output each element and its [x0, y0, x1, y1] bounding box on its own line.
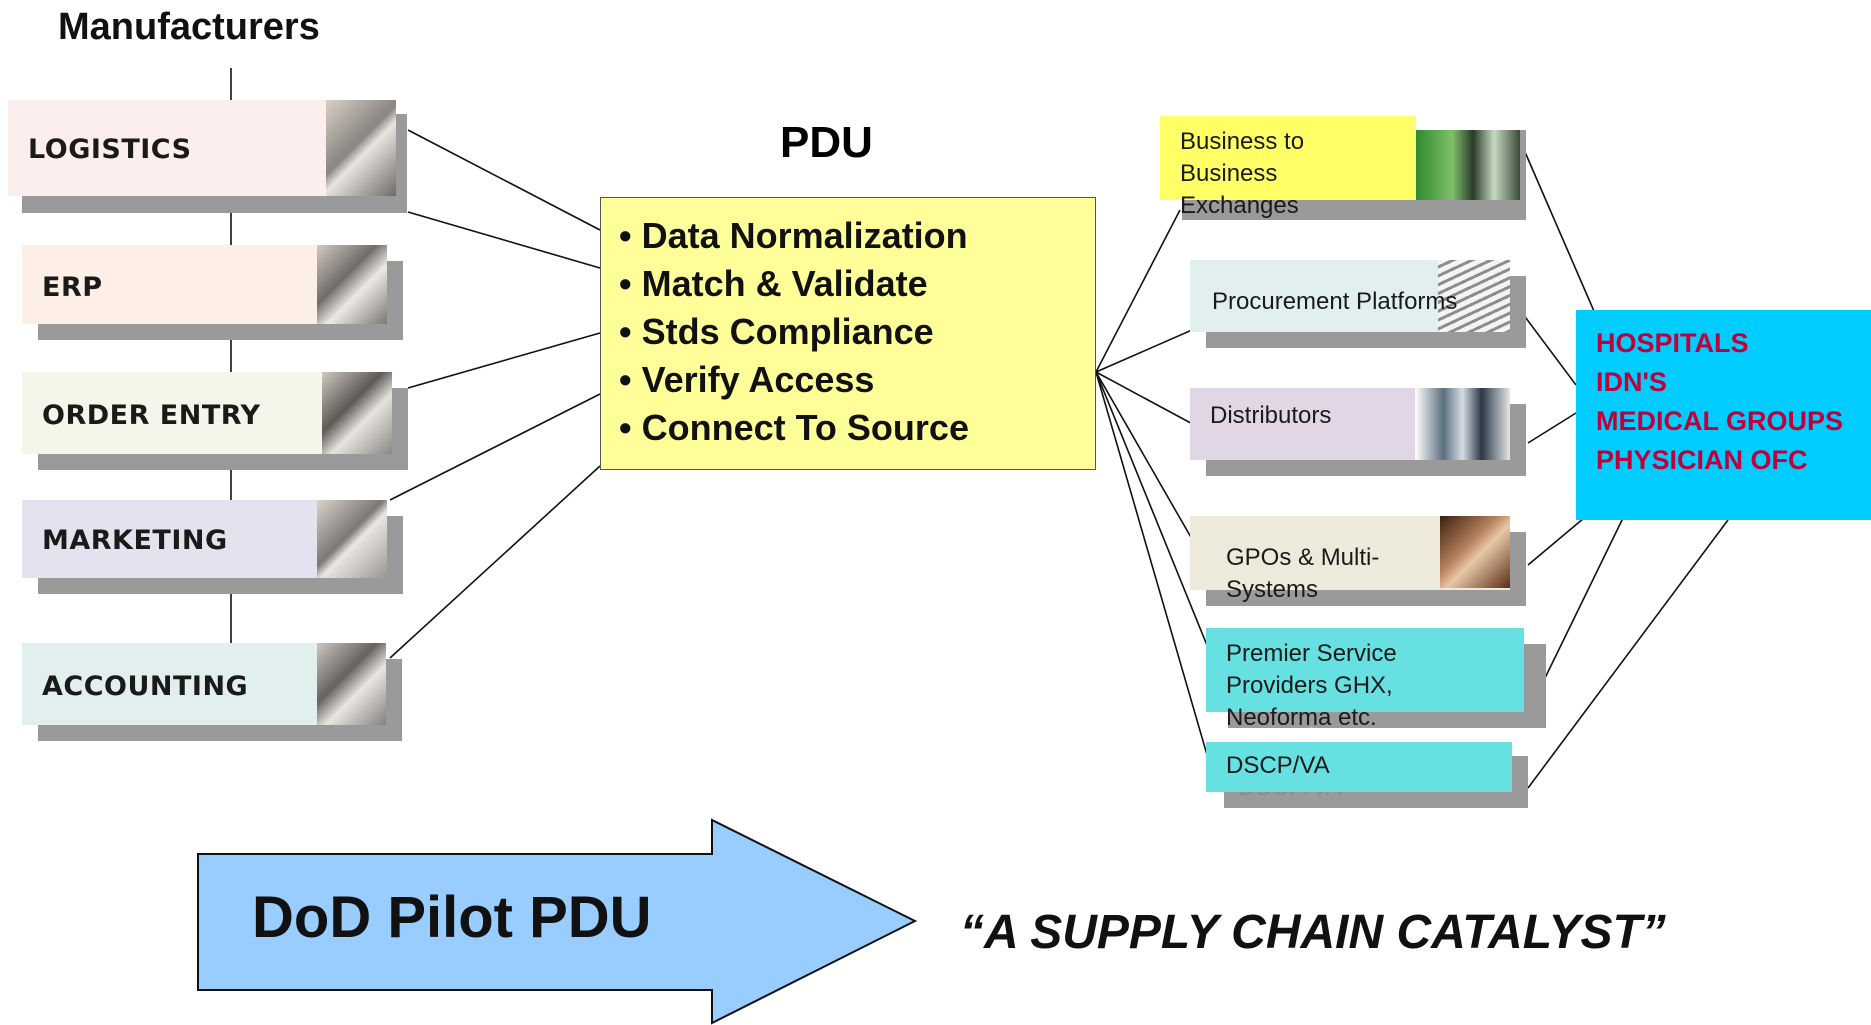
channel-label: Procurement Platforms [1212, 288, 1458, 315]
customer-item: PHYSICIAN OFC [1596, 445, 1808, 475]
channel-premier: Neoforma etc. Premier Service Providers … [1206, 628, 1546, 751]
dod-pilot-arrow [197, 818, 918, 1025]
link-dist-hosp [1527, 412, 1577, 444]
link-dscp-hosp [1527, 519, 1729, 789]
channel-label: GPOs & Multi-Systems [1226, 544, 1380, 603]
tile-label: MARKETING [42, 525, 228, 556]
tile-label: ACCOUNTING [42, 671, 249, 702]
channel-label: Distributors [1210, 402, 1332, 429]
pdu-function-list: • Data Normalization • Match & Validate … [619, 212, 969, 452]
handshake-photo-icon [1440, 516, 1510, 588]
channel-b2b: Business to Business Exchanges [1160, 116, 1526, 220]
link-pdu-procurement [1095, 322, 1209, 373]
link-logistics-pdu-2 [407, 211, 601, 269]
customer-item: MEDICAL GROUPS [1596, 406, 1844, 436]
link-premier-hosp [1544, 515, 1625, 679]
pdu-item: • Stds Compliance [619, 311, 934, 352]
tile-label: ERP [42, 272, 103, 303]
link-marketing-pdu [389, 393, 601, 501]
tile-marketing: MARKETING [22, 500, 403, 594]
pdu-item: • Match & Validate [619, 263, 928, 304]
channel-gpos: GPOs & Multi-Systems [1190, 516, 1526, 606]
person-at-computer-photo-icon [1415, 388, 1510, 460]
link-pdu-b2b [1095, 209, 1181, 373]
gear-image-icon [317, 643, 386, 725]
customers-box: HOSPITALS IDN'S MEDICAL GROUPS PHYSICIAN… [1576, 310, 1871, 520]
link-pdu-premier [1095, 371, 1216, 666]
channel-label: Business to Business Exchanges [1180, 128, 1305, 219]
manufacturers-title: Manufacturers [58, 6, 320, 48]
gear-image-icon [317, 245, 387, 324]
pdu-item: • Connect To Source [619, 407, 969, 448]
customer-item: HOSPITALS [1596, 328, 1749, 358]
gear-image-icon [326, 100, 396, 196]
link-logistics-pdu [407, 129, 601, 231]
channel-label: DSCP/VA [1226, 752, 1330, 779]
link-b2b-hosp [1524, 151, 1601, 326]
channel-dscp: DSCP/VA DSCP/VA [1206, 742, 1528, 808]
link-pdu-dscp [1095, 371, 1213, 773]
channel-distributors: Distributors [1190, 388, 1526, 476]
link-gpo-hosp [1527, 512, 1591, 566]
channel-procurement: Procurement Platforms [1190, 260, 1526, 348]
gear-image-icon [317, 500, 387, 578]
pdu-item: • Data Normalization [619, 215, 968, 256]
arrow-label: DoD Pilot PDU [252, 885, 652, 950]
tile-logistics: LOGISTICS [8, 100, 407, 213]
gear-image-icon [322, 372, 392, 454]
pdu-title: PDU [780, 118, 873, 167]
customer-item: IDN'S [1596, 367, 1667, 397]
link-accounting-pdu [389, 465, 601, 659]
link-pdu-gpos [1095, 371, 1201, 554]
tile-erp: ERP [22, 245, 403, 340]
keyboard-photo-icon [1438, 260, 1510, 332]
business-people-photo-icon [1416, 130, 1520, 200]
link-orderentry-pdu [407, 332, 601, 389]
pdu-box: • Data Normalization • Match & Validate … [600, 197, 1096, 470]
link-pdu-distributors [1095, 371, 1201, 429]
tile-label: ORDER ENTRY [42, 400, 261, 431]
tile-order-entry: ORDER ENTRY [22, 372, 408, 470]
tile-accounting: ACCOUNTING [22, 643, 402, 741]
customer-list: HOSPITALS IDN'S MEDICAL GROUPS PHYSICIAN… [1596, 324, 1843, 480]
tagline: “A SUPPLY CHAIN CATALYST” [960, 906, 1666, 959]
channel-label: Premier Service Providers GHX, Neoforma … [1226, 640, 1397, 731]
pdu-item: • Verify Access [619, 359, 875, 400]
tile-label: LOGISTICS [28, 134, 192, 165]
